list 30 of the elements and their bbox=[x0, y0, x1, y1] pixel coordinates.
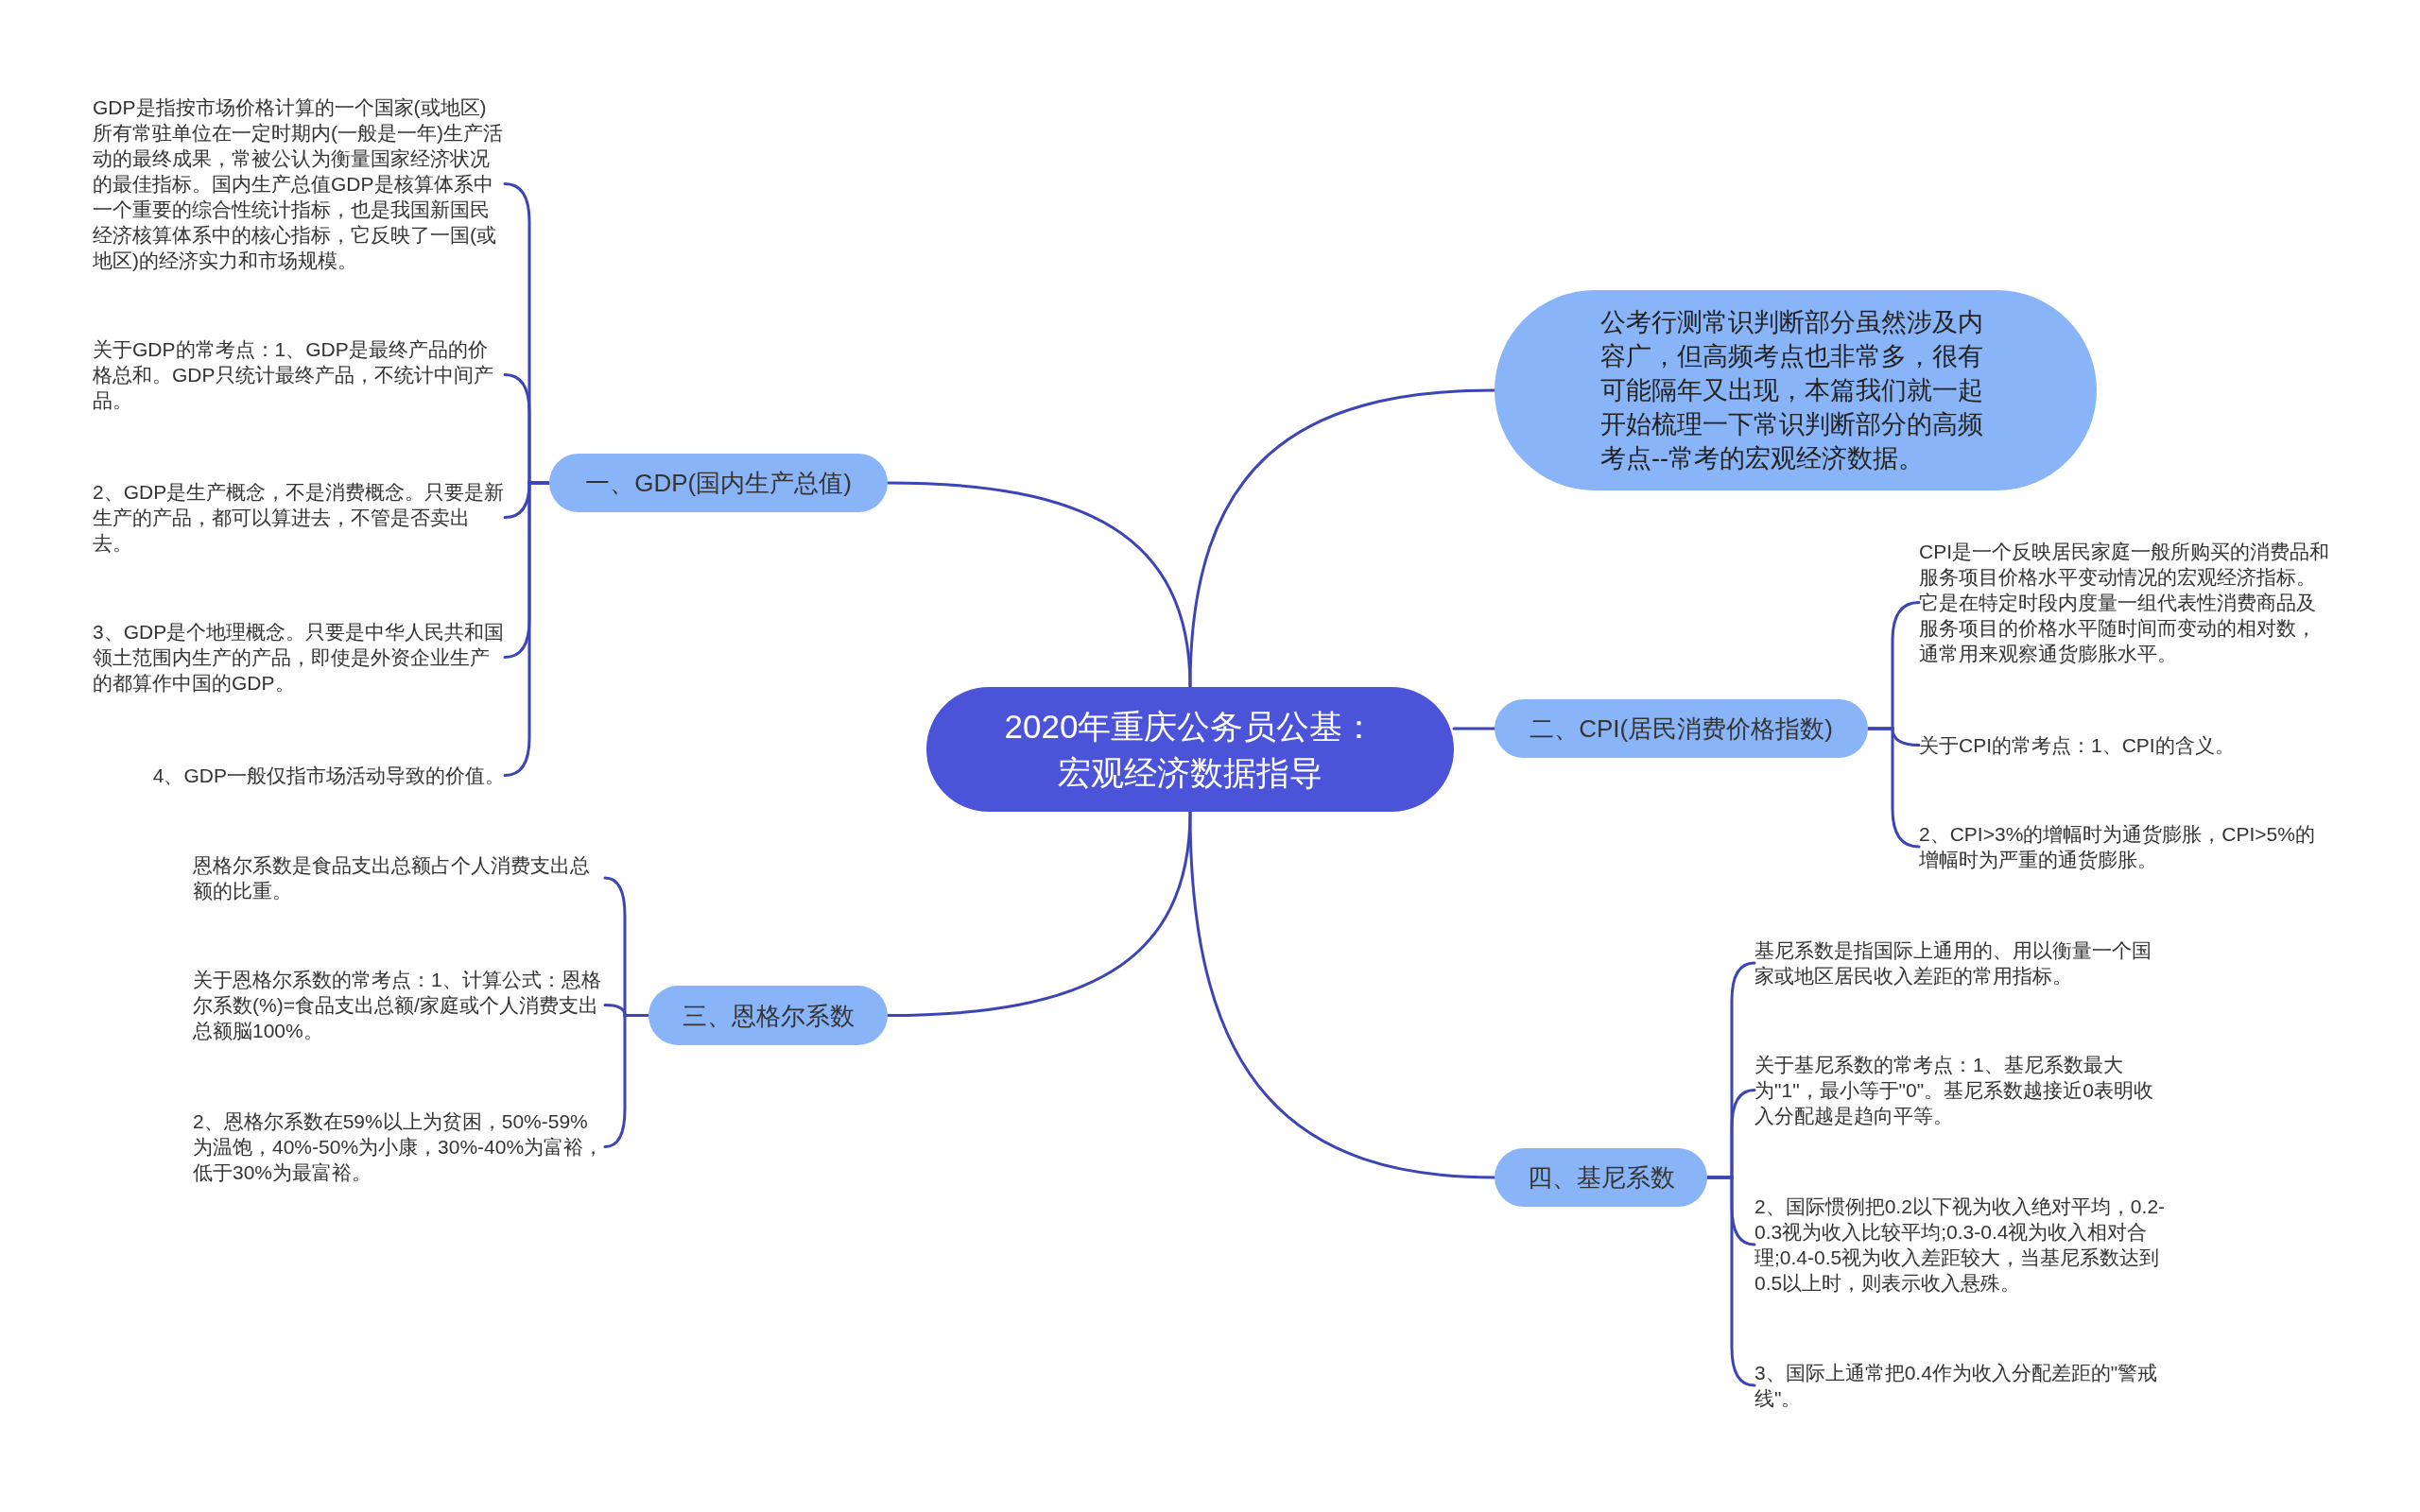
branch-bubble: 二、CPI(居民消费价格指数) bbox=[1495, 699, 1868, 758]
branch-curve bbox=[1188, 388, 1496, 689]
central-topic-bubble: 2020年重庆公务员公基：宏观经济数据指导 bbox=[926, 687, 1454, 812]
note-text: 4、GDP一般仅指市场活动导致的价值。 bbox=[152, 763, 505, 788]
branch-curve bbox=[1188, 810, 1496, 1179]
note-text: 关于CPI的常考点：1、CPI的含义。 bbox=[1919, 732, 2235, 758]
note-text: 2、CPI>3%的增幅时为通货膨胀，CPI>5%的增幅时为严重的通货膨胀。 bbox=[1919, 821, 2331, 872]
note-text: 基尼系数是指国际上通用的、用以衡量一个国家或地区居民收入差距的常用指标。 bbox=[1754, 937, 2167, 988]
note-text: 3、GDP是个地理概念。只要是中华人民共和国领土范围内生产的产品，即使是外资企业生产的都算作中国的GDP。 bbox=[93, 619, 505, 696]
note-text: 恩格尔系数是食品支出总额占个人消费支出总额的比重。 bbox=[193, 852, 605, 903]
branch-curve bbox=[886, 481, 1192, 689]
note-text: 关于GDP的常考点：1、GDP是最终产品的价格总和。GDP只统计最终产品，不统计中间产品。 bbox=[93, 336, 505, 413]
note-text: GDP是指按市场价格计算的一个国家(或地区)所有常驻单位在一定时期内(一般是一年)生产活动的最终成果，常被公认为衡量国家经济状况的最佳指标。国内生产总值GDP是核算体系中一个重要的综合性统计指标，也是我国新国民经济核算体系中的核心指标，它反映了一国(或地区)的经济实力和市场规模。 bbox=[93, 94, 505, 273]
note-text: 3、国际上通常把0.4作为收入分配差距的"警戒线"。 bbox=[1754, 1360, 2167, 1411]
note-text: 关于基尼系数的常考点：1、基尼系数最大为"1"，最小等于"0"。基尼系数越接近0表明收入分配越是趋向平等。 bbox=[1754, 1052, 2167, 1128]
bracket-line bbox=[1705, 1176, 1756, 1387]
intro-bubble: 公考行测常识判断部分虽然涉及内容广，但高频考点也非常多，很有可能隔年又出现，本篇我们就一起开始梳理一下常识判断部分的高频考点--常考的宏观经济数据。 bbox=[1495, 290, 2097, 490]
branch-bubble: 三、恩格尔系数 bbox=[648, 986, 888, 1045]
note-text: 关于恩格尔系数的常考点：1、计算公式：恩格尔系数(%)=食品支出总额/家庭或个人消费支出总额脳100%。 bbox=[193, 967, 605, 1043]
branch-curve bbox=[886, 810, 1192, 1017]
bracket-line bbox=[603, 1014, 650, 1148]
branch-bubble: 一、GDP(国内生产总值) bbox=[549, 454, 888, 512]
branch-curve bbox=[1452, 727, 1496, 730]
bracket-line bbox=[1866, 727, 1921, 849]
note-text: 2、国际惯例把0.2以下视为收入绝对平均，0.2-0.3视为收入比较平均;0.3-0.4视为收入相对合理;0.4-0.5视为收入差距较大，当基尼系数达到0.5以上时，则表示收入悬殊。 bbox=[1754, 1194, 2167, 1296]
note-text: 2、恩格尔系数在59%以上为贫困，50%-59%为温饱，40%-50%为小康，30%-40%为富裕，低于30%为最富裕。 bbox=[193, 1108, 605, 1185]
bracket-line bbox=[503, 481, 551, 777]
note-text: 2、GDP是生产概念，不是消费概念。只要是新生产的产品，都可以算进去，不管是否卖出去。 bbox=[93, 479, 505, 556]
note-text: CPI是一个反映居民家庭一般所购买的消费品和服务项目价格水平变动情况的宏观经济指标。它是在特定时段内度量一组代表性消费商品及服务项目的价格水平随时间而变动的相对数，通常用来观察通货膨胀水平。 bbox=[1919, 539, 2331, 666]
branch-bubble: 四、基尼系数 bbox=[1495, 1148, 1707, 1207]
